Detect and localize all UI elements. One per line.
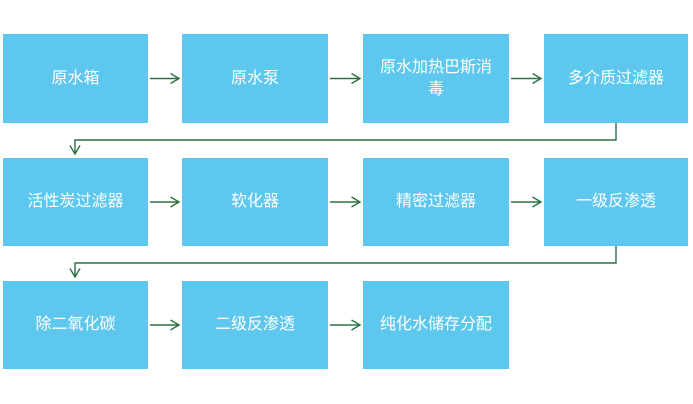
node-raw-water-heating-pasteurization[interactable]: 原水加热巴斯消毒 xyxy=(363,34,509,123)
node-raw-water-tank[interactable]: 原水箱 xyxy=(3,34,148,123)
node-raw-water-pump[interactable]: 原水泵 xyxy=(182,34,328,123)
node-co2-removal[interactable]: 除二氧化碳 xyxy=(3,281,148,369)
node-first-stage-reverse-osmosis[interactable]: 一级反渗透 xyxy=(544,158,688,246)
node-precision-filter[interactable]: 精密过滤器 xyxy=(363,158,509,246)
arrow-first-ro-to-co2-removal xyxy=(75,246,617,277)
node-purified-water-storage-distribution[interactable]: 纯化水储存分配 xyxy=(363,281,509,369)
node-softener[interactable]: 软化器 xyxy=(182,158,328,246)
node-activated-carbon-filter[interactable]: 活性炭过滤器 xyxy=(3,158,148,246)
node-multimedia-filter[interactable]: 多介质过滤器 xyxy=(544,34,688,123)
arrow-multimedia-filter-to-carbon-filter xyxy=(75,123,617,154)
node-second-stage-reverse-osmosis[interactable]: 二级反渗透 xyxy=(182,281,328,369)
